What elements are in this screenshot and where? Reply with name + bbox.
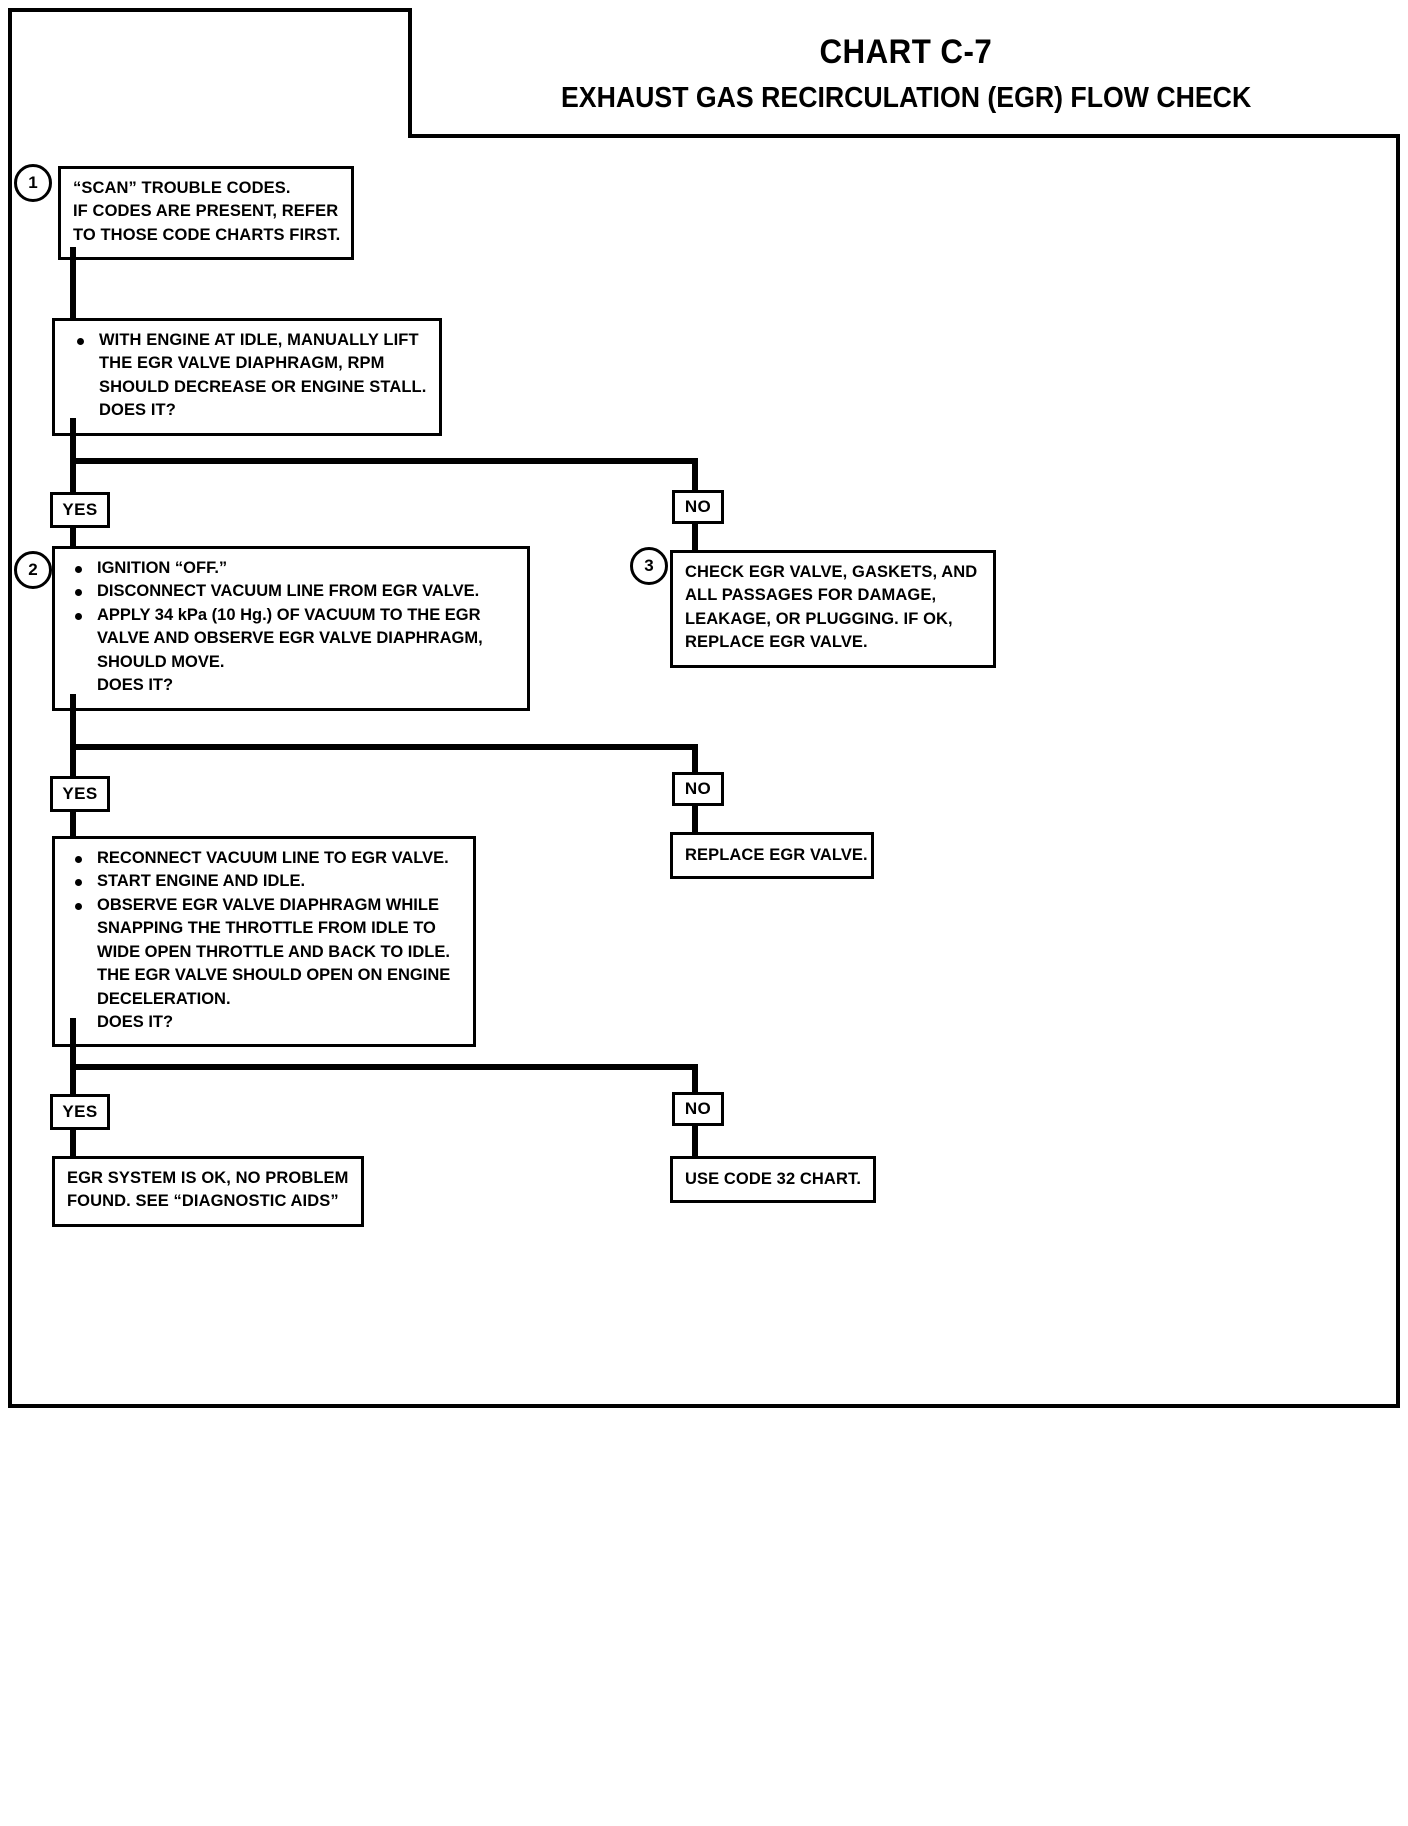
- box4-line-4: REPLACE EGR VALVE.: [685, 633, 868, 652]
- connector-box3-to-yes-2: [70, 744, 76, 778]
- connector-yes2-down: [70, 810, 76, 838]
- connector-yes3-down: [70, 1128, 76, 1158]
- connector-box6-branch-horizontal: [70, 1064, 698, 1070]
- box6-line-4: SNAPPING THE THROTTLE FROM IDLE TO: [97, 919, 436, 938]
- box6-line-8: DOES IT?: [97, 1012, 174, 1031]
- box4-line-1: CHECK EGR VALVE, GASKETS, AND: [685, 563, 978, 581]
- connector-box2-to-no-1: [692, 458, 698, 494]
- box-use-code-32-chart: USE CODE 32 CHART.: [670, 1156, 876, 1204]
- connector-box1-to-box2: [70, 247, 76, 321]
- chart-number: CHART C-7: [819, 33, 993, 71]
- box2-line-1-wrap: WITH ENGINE AT IDLE, MANUALLY LIFT: [67, 329, 429, 352]
- decision-yes-2: YES: [50, 776, 110, 812]
- bullet-icon: [77, 338, 84, 345]
- box1-line-1: “SCAN” TROUBLE CODES.: [73, 179, 291, 197]
- connector-box2-down: [70, 418, 76, 464]
- box6-line-6: THE EGR VALVE SHOULD OPEN ON ENGINE: [97, 966, 451, 985]
- box3-line-5: SHOULD MOVE.: [97, 652, 225, 671]
- box-check-egr-valve-gaskets: CHECK EGR VALVE, GASKETS, AND ALL PASSAG…: [670, 550, 996, 668]
- step-marker-1: 1: [14, 164, 52, 202]
- box2-line-1: WITH ENGINE AT IDLE, MANUALLY LIFT: [99, 331, 419, 349]
- box-snap-throttle-test: RECONNECT VACUUM LINE TO EGR VALVE. STAR…: [52, 836, 476, 1048]
- page-border-top-segment: [8, 8, 412, 12]
- connector-no3-down: [692, 1124, 698, 1156]
- box4-line-2: ALL PASSAGES FOR DAMAGE,: [685, 586, 937, 605]
- step-marker-3: 3: [630, 547, 668, 585]
- box1-line-3: TO THOSE CODE CHARTS FIRST.: [73, 225, 341, 244]
- connector-box3-down: [70, 694, 76, 748]
- decision-no-2: NO: [672, 772, 724, 806]
- decision-yes-3: YES: [50, 1094, 110, 1130]
- connector-box6-to-no-3: [692, 1064, 698, 1096]
- connector-box2-to-yes-1: [70, 458, 76, 494]
- box-vacuum-apply-test: IGNITION “OFF.” DISCONNECT VACUUM LINE F…: [52, 546, 530, 711]
- box6-line-7: DECELERATION.: [97, 989, 231, 1008]
- box3-list: IGNITION “OFF.” DISCONNECT VACUUM LINE F…: [67, 557, 517, 698]
- box-replace-egr-valve: REPLACE EGR VALVE.: [670, 832, 874, 880]
- connector-no2-down: [692, 804, 698, 834]
- box2-line-3: SHOULD DECREASE OR ENGINE STALL.: [99, 377, 427, 396]
- box3-line-2: DISCONNECT VACUUM LINE FROM EGR VALVE.: [67, 580, 517, 603]
- decision-no-3: NO: [672, 1092, 724, 1126]
- decision-no-1: NO: [672, 490, 724, 524]
- box1-line-2: IF CODES ARE PRESENT, REFER: [73, 202, 339, 221]
- box8-line-1: USE CODE 32 CHART.: [685, 1170, 862, 1188]
- connector-box2-branch-horizontal: [70, 458, 698, 464]
- connector-box3-to-no-2: [692, 744, 698, 778]
- connector-yes1-down: [70, 526, 76, 548]
- box3-line-4: VALVE AND OBSERVE EGR VALVE DIAPHRAGM,: [97, 629, 483, 648]
- box-egr-system-ok: EGR SYSTEM IS OK, NO PROBLEM FOUND. SEE …: [52, 1156, 364, 1227]
- box3-line-6: DOES IT?: [97, 676, 174, 695]
- box6-line-3: OBSERVE EGR VALVE DIAPHRAGM WHILE: [67, 894, 463, 917]
- box6-line-1: RECONNECT VACUUM LINE TO EGR VALVE.: [67, 847, 463, 870]
- page-border: [8, 8, 1400, 1408]
- box7-line-1: EGR SYSTEM IS OK, NO PROBLEM: [67, 1169, 349, 1187]
- connector-no1-down: [692, 522, 698, 552]
- box6-line-2: START ENGINE AND IDLE.: [67, 870, 463, 893]
- box6-line-5: WIDE OPEN THROTTLE AND BACK TO IDLE.: [97, 942, 450, 961]
- box-scan-trouble-codes: “SCAN” TROUBLE CODES. IF CODES ARE PRESE…: [58, 166, 354, 261]
- chart-title-block: CHART C-7 EXHAUST GAS RECIRCULATION (EGR…: [408, 8, 1400, 138]
- box7-line-2: FOUND. SEE “DIAGNOSTIC AIDS”: [67, 1192, 339, 1211]
- connector-box6-down: [70, 1018, 76, 1070]
- box5-line-1: REPLACE EGR VALVE.: [685, 846, 868, 864]
- box2-line-4: DOES IT?: [99, 401, 176, 420]
- chart-title: EXHAUST GAS RECIRCULATION (EGR) FLOW CHE…: [560, 82, 1252, 114]
- step-marker-2: 2: [14, 551, 52, 589]
- decision-yes-1: YES: [50, 492, 110, 528]
- box-engine-idle-lift-test: WITH ENGINE AT IDLE, MANUALLY LIFT THE E…: [52, 318, 442, 436]
- connector-box6-to-yes-3: [70, 1064, 76, 1096]
- box2-line-2: THE EGR VALVE DIAPHRAGM, RPM: [99, 354, 385, 373]
- box4-line-3: LEAKAGE, OR PLUGGING. IF OK,: [685, 609, 953, 628]
- connector-box3-branch-horizontal: [70, 744, 698, 750]
- box3-line-1: IGNITION “OFF.”: [67, 557, 517, 580]
- box3-line-3: APPLY 34 kPa (10 Hg.) OF VACUUM TO THE E…: [67, 604, 517, 627]
- box6-list: RECONNECT VACUUM LINE TO EGR VALVE. STAR…: [67, 847, 463, 1034]
